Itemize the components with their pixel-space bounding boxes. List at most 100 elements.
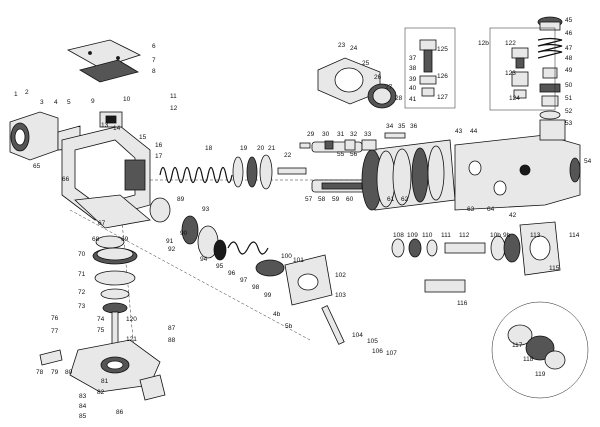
part-label-123: 123 — [505, 70, 516, 77]
part-label-116: 116 — [457, 300, 468, 307]
part-label-77: 77 — [51, 328, 59, 335]
part-label-68: 68 — [92, 236, 100, 243]
part-label-79: 79 — [51, 369, 59, 376]
valve-body — [454, 119, 581, 211]
part-label-10: 10 — [123, 96, 131, 103]
part-label-37: 37 — [409, 55, 417, 62]
part-label-84: 84 — [79, 403, 87, 410]
part-label-55: 55 — [337, 151, 345, 158]
part-label-48: 48 — [565, 55, 573, 62]
part-label-41: 41 — [409, 96, 417, 103]
part-label-64: 64 — [487, 206, 495, 213]
part-label-9b: 9b — [503, 232, 511, 239]
part-label-127: 127 — [437, 94, 448, 101]
part-label-126: 126 — [437, 73, 448, 80]
cylinder-61 — [361, 139, 456, 211]
part-label-120: 120 — [126, 316, 137, 323]
part-label-109: 109 — [407, 232, 418, 239]
part-label-44: 44 — [470, 128, 478, 135]
part-label-113: 113 — [530, 232, 541, 239]
part-label-103: 103 — [335, 292, 346, 299]
part-label-106: 106 — [372, 348, 383, 355]
side-cover-108-116 — [391, 221, 561, 293]
part-label-38: 38 — [409, 65, 417, 72]
part-label-63: 63 — [467, 206, 475, 213]
part-label-88: 88 — [168, 337, 176, 344]
part-label-36: 36 — [410, 123, 418, 130]
part-label-67: 67 — [98, 220, 106, 227]
part-label-49: 49 — [565, 67, 573, 74]
rod-22 — [277, 167, 307, 175]
part-label-21: 21 — [268, 145, 276, 152]
part-label-10b: 10b — [490, 232, 501, 239]
part-label-8: 8 — [152, 68, 156, 75]
part-label-66: 66 — [62, 176, 70, 183]
part-label-22: 22 — [284, 152, 292, 159]
part-label-105: 105 — [367, 338, 378, 345]
part-label-18: 18 — [205, 145, 213, 152]
part-label-11: 11 — [170, 93, 177, 100]
part-label-24: 24 — [350, 45, 358, 52]
part-label-29: 29 — [307, 131, 315, 138]
part-label-31: 31 — [337, 131, 345, 138]
discs-19-21 — [232, 154, 273, 190]
part-label-28: 28 — [395, 95, 403, 102]
part-label-47: 47 — [565, 45, 573, 52]
part-label-50: 50 — [565, 82, 573, 89]
part-label-59: 59 — [332, 196, 340, 203]
part-label-92: 92 — [168, 246, 176, 253]
part-label-57: 57 — [305, 196, 313, 203]
part-label-20: 20 — [257, 145, 265, 152]
part-label-81: 81 — [101, 378, 109, 385]
part-label-86: 86 — [116, 409, 124, 416]
cap-stack-45-53 — [537, 16, 563, 120]
part-label-74: 74 — [97, 316, 105, 323]
part-label-122: 122 — [505, 40, 516, 47]
part-label-108: 108 — [393, 232, 404, 239]
part-label-60: 60 — [346, 196, 354, 203]
part-label-78: 78 — [36, 369, 44, 376]
part-label-5b: 5b — [285, 323, 293, 330]
part-label-7: 7 — [152, 57, 156, 64]
part-label-2: 2 — [25, 89, 29, 96]
part-label-39: 39 — [409, 76, 417, 83]
part-label-34: 34 — [386, 123, 394, 130]
part-label-76: 76 — [51, 315, 59, 322]
part-label-107: 107 — [386, 350, 397, 357]
part-label-4b: 4b — [273, 311, 281, 318]
part-label-114: 114 — [569, 232, 580, 239]
lower-base — [39, 339, 166, 401]
part-label-53: 53 — [565, 120, 573, 127]
part-label-40: 40 — [409, 85, 417, 92]
flange-cover-25-28 — [317, 57, 397, 109]
part-label-62: 62 — [401, 196, 409, 203]
part-label-99: 99 — [264, 292, 272, 299]
part-label-56: 56 — [350, 151, 358, 158]
part-label-13: 13 — [101, 122, 109, 129]
part-label-85: 85 — [79, 413, 87, 420]
part-label-124: 124 — [509, 95, 520, 102]
part-label-100: 100 — [281, 253, 292, 260]
part-label-12: 12 — [170, 105, 178, 112]
part-label-16: 16 — [155, 142, 163, 149]
part-label-95: 95 — [216, 263, 224, 270]
part-label-115: 115 — [549, 265, 560, 272]
part-label-104: 104 — [352, 332, 363, 339]
part-label-65: 65 — [33, 163, 41, 170]
part-label-5: 5 — [67, 99, 71, 106]
part-label-42: 42 — [509, 212, 517, 219]
part-label-45: 45 — [565, 17, 573, 24]
part-label-19: 19 — [240, 145, 248, 152]
part-label-46: 46 — [565, 30, 573, 37]
part-label-1: 1 — [14, 91, 18, 98]
part-label-61: 61 — [387, 196, 395, 203]
part-label-23: 23 — [338, 42, 346, 49]
part-label-15: 15 — [139, 134, 147, 141]
part-label-26: 26 — [374, 74, 382, 81]
part-label-89: 89 — [177, 196, 185, 203]
part-label-75: 75 — [97, 327, 105, 334]
part-label-102: 102 — [335, 272, 346, 279]
housing-100-103 — [284, 254, 345, 345]
spring-18 — [159, 166, 233, 184]
